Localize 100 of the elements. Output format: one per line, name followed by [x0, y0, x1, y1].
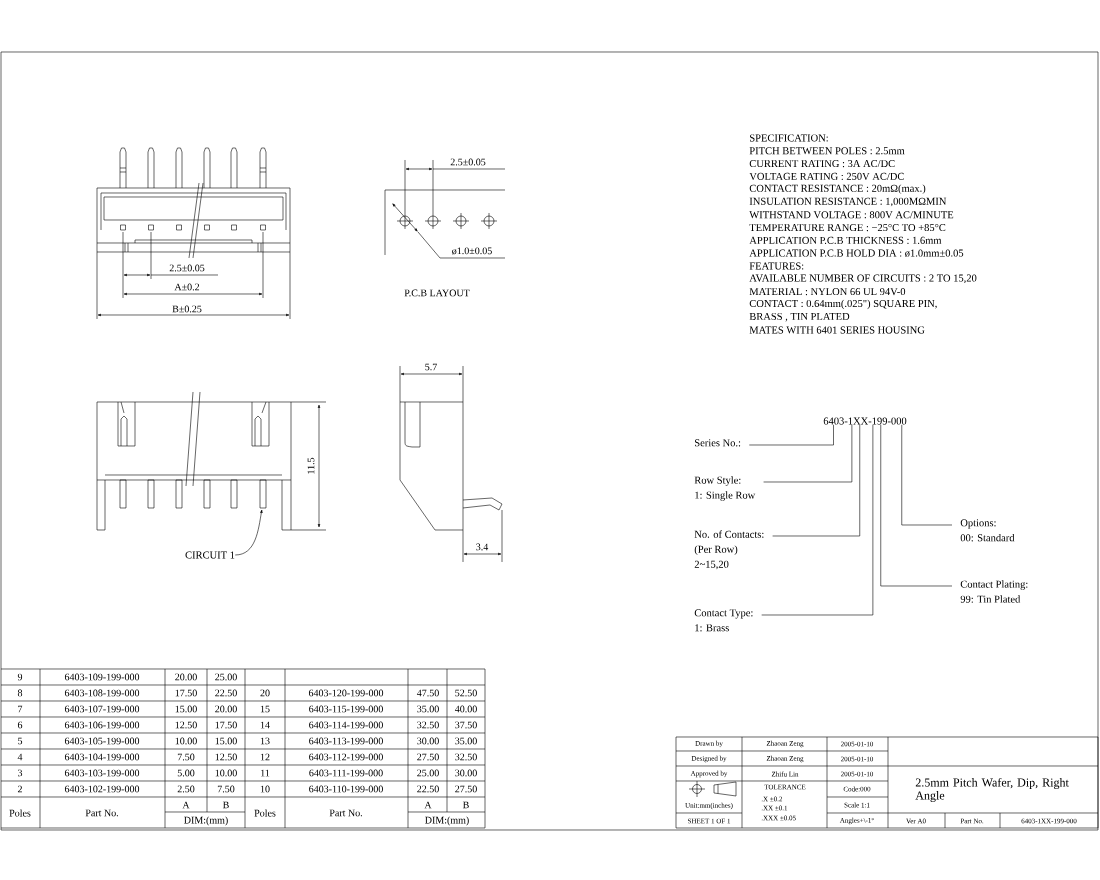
table-cell: 25.00 — [215, 673, 237, 681]
table-cell: 32.50 — [455, 753, 477, 761]
leader-line — [901, 424, 953, 526]
table-cell: 6403-106-199-000 — [64, 721, 140, 729]
table-cell: 35.00 — [417, 705, 439, 713]
table-cell: 6403-104-199-000 — [64, 753, 140, 761]
table-cell: 12.50 — [215, 753, 237, 761]
spec-text: AVAILABLE NUMBER OF CIRCUITS : 2 TO 15,20 — [749, 274, 977, 284]
callout-text: CIRCUIT 1 — [185, 551, 235, 559]
table-cell: 6403-108-199-000 — [64, 689, 140, 697]
spec-text: VOLTAGE RATING : 250V AC/DC — [749, 172, 904, 180]
table-cell: 52.50 — [455, 689, 477, 697]
table-cell: 22.50 — [417, 785, 439, 793]
table-cell: 6403-120-199-000 — [308, 689, 384, 697]
table-cell: 7.50 — [217, 785, 235, 793]
dimension-label: 3.4 — [476, 543, 489, 551]
table-cell: 37.50 — [455, 721, 477, 729]
dimension-label: 5.7 — [425, 363, 437, 371]
table-header: Part No. — [85, 809, 118, 817]
dimension-label: A±0.2 — [174, 283, 200, 291]
table-cell: 7.50 — [177, 753, 195, 761]
designation-text: Series No.: — [695, 439, 741, 447]
dimension-label: 2.5±0.05 — [450, 158, 486, 166]
dimension-label: 2.5±0.05 — [169, 264, 205, 272]
table-cell: 6403-114-199-000 — [309, 721, 383, 729]
spec-text: APPLICATION P.C.B THICKNESS : 1.6mm — [749, 236, 942, 244]
spec-text: APPLICATION P.C.B HOLD DIA : ø1.0mm±0.05 — [749, 249, 964, 257]
table-header: A — [424, 801, 432, 809]
table-cell: 17.50 — [175, 689, 197, 697]
table-cell: 20 — [260, 689, 270, 697]
table-cell: 6 — [17, 721, 23, 729]
table-cell: 40.00 — [454, 705, 477, 713]
table-cell: 6403-103-199-000 — [64, 769, 140, 777]
spec-text: SPECIFICATION: — [750, 134, 828, 142]
table-cell: 27.50 — [417, 753, 439, 761]
table-cell: 2 — [17, 785, 22, 793]
leader-line — [880, 424, 953, 587]
table-cell: 8 — [17, 689, 23, 697]
table-cell: 30.00 — [455, 769, 477, 777]
table-cell: 6403-107-199-000 — [64, 705, 140, 713]
table-cell: 27.50 — [455, 785, 477, 793]
table-header: DIM:(mm) — [425, 816, 469, 826]
table-cell: 32.50 — [417, 721, 439, 729]
view-title: P.C.B LAYOUT — [404, 289, 470, 297]
spec-text: PITCH BETWEEN POLES : 2.5mm — [749, 147, 905, 155]
spec-text: CURRENT RATING : 3A AC/DC — [749, 160, 895, 168]
spec-text: CONTACT : 0.64mm(.025") SQUARE PIN, — [749, 299, 937, 310]
leader-line — [772, 424, 861, 537]
table-cell: 5.00 — [177, 769, 195, 777]
table-cell: 6403-109-199-000 — [64, 673, 140, 681]
table-cell: 6403-113-199-000 — [309, 737, 383, 745]
spec-text: WITHSTAND VOLTAGE : 800V AC/MINUTE — [749, 211, 954, 219]
dimension-label: 11.5 — [307, 457, 315, 474]
table-cell: 2.50 — [177, 785, 195, 793]
leader-line — [748, 424, 834, 446]
designation-text: Contact Type: 1: Brass — [694, 609, 753, 632]
table-cell: 6403-110-199-000 — [309, 785, 383, 793]
table-cell: 4 — [17, 753, 23, 761]
leader-line — [234, 509, 263, 556]
table-cell: 15 — [260, 705, 270, 713]
table-cell: 25.00 — [417, 769, 439, 777]
table-header: Poles — [9, 809, 31, 817]
table-cell: 7 — [18, 705, 23, 713]
table-cell: 14 — [260, 721, 270, 729]
table-cell: 20.00 — [175, 673, 197, 681]
spec-text: BRASS , TIN PLATED — [749, 312, 850, 322]
table-header: DIM:(mm) — [184, 816, 228, 826]
table-cell: 20.00 — [215, 705, 237, 713]
table-header: Poles — [254, 809, 276, 817]
leader-line — [763, 424, 853, 483]
table-cell: 47.50 — [416, 689, 439, 697]
spec-text: FEATURES: — [749, 262, 804, 270]
table-cell: 12 — [260, 753, 270, 761]
table-cell: 11 — [261, 769, 270, 777]
table-cell: 10.00 — [215, 769, 237, 777]
designation-text: No. of Contacts: (Per Row) 2~15,20 — [694, 530, 764, 570]
spec-text: CONTACT RESISTANCE : 20mΩ(max.) — [749, 184, 926, 194]
designation-text: Row Style: 1: Single Row — [694, 476, 756, 501]
table-cell: 35.00 — [455, 737, 477, 745]
leader-line — [761, 424, 874, 616]
table-cell: 10.00 — [175, 737, 197, 745]
table-cell: 30.00 — [417, 737, 439, 745]
table-cell: 6403-115-199-000 — [309, 705, 383, 713]
table-cell: 13 — [260, 737, 270, 745]
dimension-label: ø1.0±0.05 — [452, 247, 492, 255]
table-header: B — [462, 801, 469, 809]
table-cell: 15.00 — [175, 705, 197, 713]
table-cell: 10 — [260, 785, 270, 793]
designation-text: Options: 00: Standard — [960, 519, 1015, 542]
table-header: B — [222, 801, 229, 809]
spec-text: TEMPERATURE RANGE : −25°C TO +85°C — [749, 224, 946, 232]
table-cell: 6403-111-199-000 — [309, 769, 383, 777]
designation-text: Contact Plating: 99: Tin Plated — [960, 580, 1028, 603]
dimension-label: B±0.25 — [172, 305, 202, 313]
table-cell: 22.50 — [215, 689, 237, 697]
spec-text: INSULATION RESISTANCE : 1,000MΩMIN — [749, 197, 947, 207]
table-cell: 12.50 — [175, 721, 197, 729]
table-cell: 15.00 — [215, 737, 237, 745]
table-cell: 9 — [17, 673, 23, 681]
table-cell: 6403-105-199-000 — [64, 737, 140, 745]
